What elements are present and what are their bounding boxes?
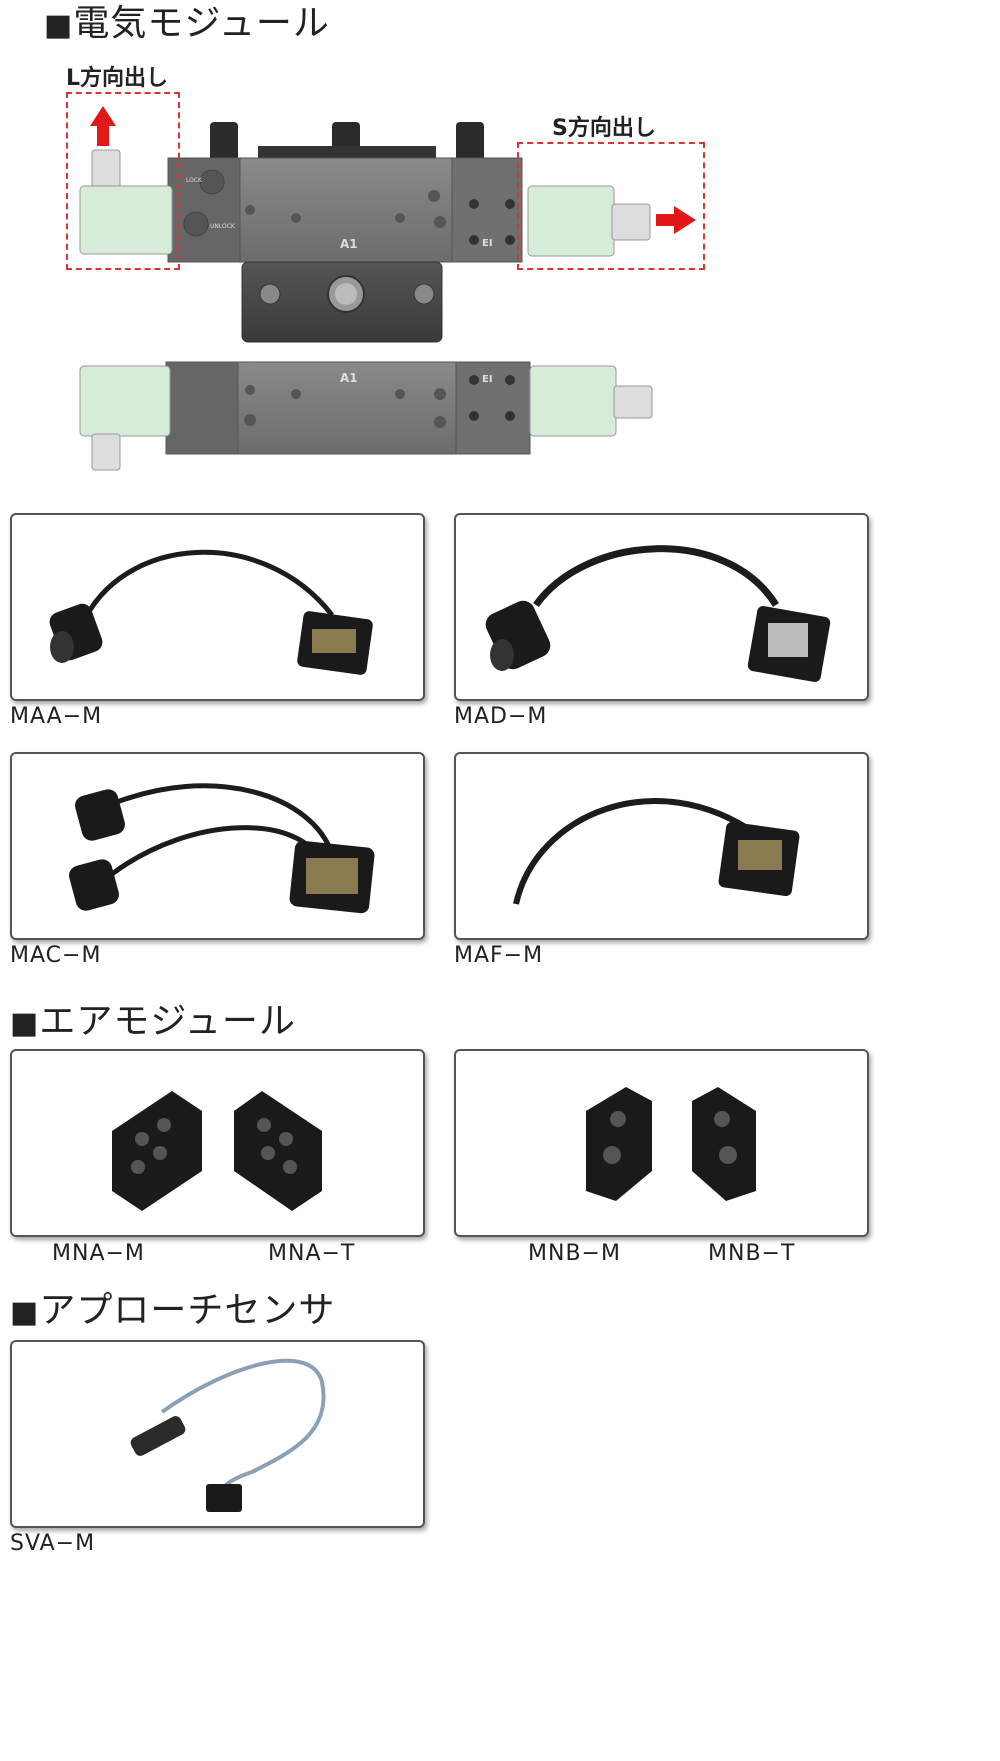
section-title-approach-text: アプローチセンサ <box>39 1290 336 1331</box>
caption-mac: MAC−M <box>10 943 102 968</box>
mad-cable-icon <box>485 545 831 682</box>
mnb-block-icon <box>586 1087 756 1201</box>
ei-label-top: EI <box>482 238 493 249</box>
a1-label-side: A1 <box>340 371 358 385</box>
caption-mnb-t: MNB−T <box>708 1241 796 1266</box>
s-direction-label: S方向出し <box>552 116 656 141</box>
card-mnb[interactable] <box>454 1049 869 1237</box>
arrow-up-icon <box>90 106 116 146</box>
unlock-label: UNLOCK <box>210 223 236 230</box>
right-module-side <box>529 365 617 437</box>
caption-sva: SVA−M <box>10 1531 96 1556</box>
caption-mad: MAD−M <box>454 704 548 729</box>
l-direction-box <box>66 92 180 270</box>
caption-mnb-m: MNB−M <box>528 1241 621 1266</box>
arrow-right-icon <box>656 206 696 234</box>
left-module-side <box>79 365 171 437</box>
maf-cable-icon <box>513 798 800 905</box>
section-title-electric-text: 電気モジュール <box>73 3 330 44</box>
l-direction-label: L方向出し <box>66 66 169 91</box>
section-square-icon: ■ <box>10 1006 40 1041</box>
section-title-electric: ■電気モジュール <box>44 6 330 42</box>
a1-label-top: A1 <box>340 237 358 251</box>
maa-cable-icon <box>49 549 373 675</box>
module-diagram: LOCK UNLOCK A1 EI A1 EI <box>79 106 696 471</box>
card-sva[interactable] <box>10 1340 425 1528</box>
section-title-air: ■エアモジュール <box>10 1004 296 1040</box>
mna-block-icon <box>112 1091 322 1211</box>
lock-label: LOCK <box>186 177 203 184</box>
mac-cable-icon <box>69 783 375 914</box>
section-title-approach: ■アプローチセンサ <box>10 1293 335 1329</box>
card-mac[interactable] <box>10 752 425 940</box>
card-mad[interactable] <box>454 513 869 701</box>
section-square-icon: ■ <box>10 1295 40 1330</box>
caption-maa: MAA−M <box>10 704 103 729</box>
card-maf[interactable] <box>454 752 869 940</box>
s-direction-box <box>517 142 705 270</box>
left-module-top <box>79 185 173 255</box>
card-maa[interactable] <box>10 513 425 701</box>
ei-label-side: EI <box>482 374 493 385</box>
top-pins <box>210 122 484 162</box>
caption-maf: MAF−M <box>454 943 544 968</box>
section-title-air-text: エアモジュール <box>39 1001 296 1042</box>
sva-sensor-icon <box>130 1358 326 1512</box>
caption-mna-t: MNA−T <box>268 1241 356 1266</box>
card-mna[interactable] <box>10 1049 425 1237</box>
caption-mna-m: MNA−M <box>52 1241 145 1266</box>
section-square-icon: ■ <box>44 8 74 43</box>
